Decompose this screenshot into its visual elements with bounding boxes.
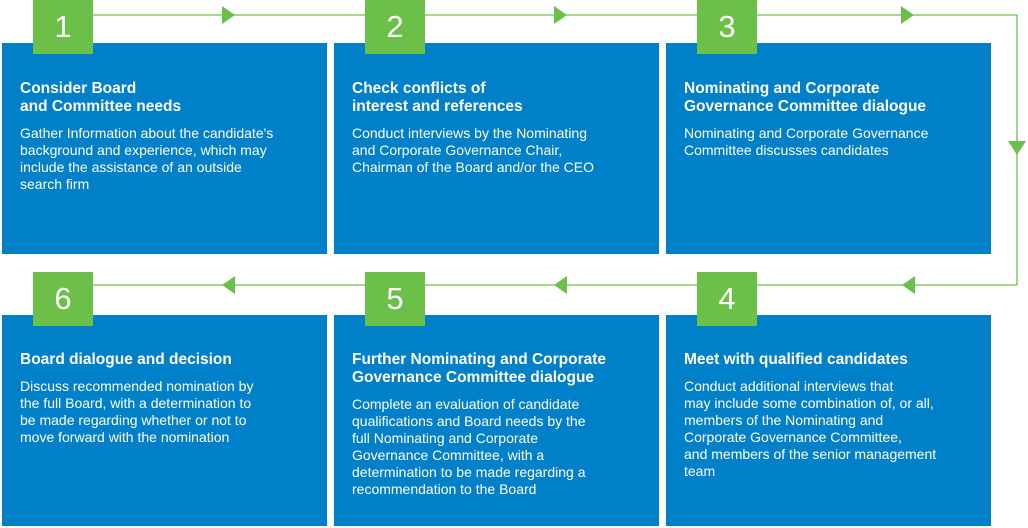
step-6-description: Discuss recommended nomination by the fu… bbox=[20, 378, 254, 445]
step-3-title: Nominating and Corporate Governance Comm… bbox=[684, 80, 927, 115]
step-2-box: Check conflicts of interest and referenc… bbox=[334, 43, 659, 254]
step-5-description: Complete an evaluation of candidate qual… bbox=[352, 396, 586, 497]
step-5-title: Further Nominating and Corporate Governa… bbox=[352, 351, 607, 386]
arrow-left-icon bbox=[222, 276, 235, 294]
step-3-description: Nominating and Corporate Governance Comm… bbox=[684, 125, 929, 158]
step-3-badge: 3 bbox=[697, 0, 757, 54]
step-4-title: Meet with qualified candidates bbox=[684, 351, 908, 368]
step-6-badge: 6 bbox=[33, 272, 93, 326]
step-6-box: Board dialogue and decision Discuss reco… bbox=[2, 315, 327, 526]
step-2-description: Conduct interviews by the Nominating and… bbox=[352, 125, 595, 175]
step-1-badge: 1 bbox=[33, 0, 93, 54]
step-3-box: Nominating and Corporate Governance Comm… bbox=[666, 43, 991, 254]
arrow-left-icon bbox=[554, 276, 567, 294]
arrow-down-icon bbox=[1008, 141, 1026, 155]
step-6-title: Board dialogue and decision bbox=[20, 351, 232, 368]
step-2-badge: 2 bbox=[365, 0, 425, 54]
step-4-badge: 4 bbox=[697, 272, 757, 326]
step-5-box: Further Nominating and Corporate Governa… bbox=[334, 315, 659, 526]
arrow-left-icon bbox=[902, 276, 915, 294]
step-1-description: Gather Information about the candidate's… bbox=[20, 125, 274, 192]
step-1-title: Consider Board and Committee needs bbox=[20, 80, 182, 115]
step-4-box: Meet with qualified candidates Conduct a… bbox=[666, 315, 991, 526]
step-4-description: Conduct additional interviews that may i… bbox=[684, 378, 937, 479]
step-5-badge: 5 bbox=[365, 272, 425, 326]
arrow-right-icon bbox=[901, 6, 914, 24]
step-1-box: Consider Board and Committee needs Gathe… bbox=[2, 43, 327, 254]
arrow-right-icon bbox=[222, 6, 235, 24]
arrow-right-icon bbox=[554, 6, 567, 24]
step-2-title: Check conflicts of interest and referenc… bbox=[352, 80, 523, 115]
